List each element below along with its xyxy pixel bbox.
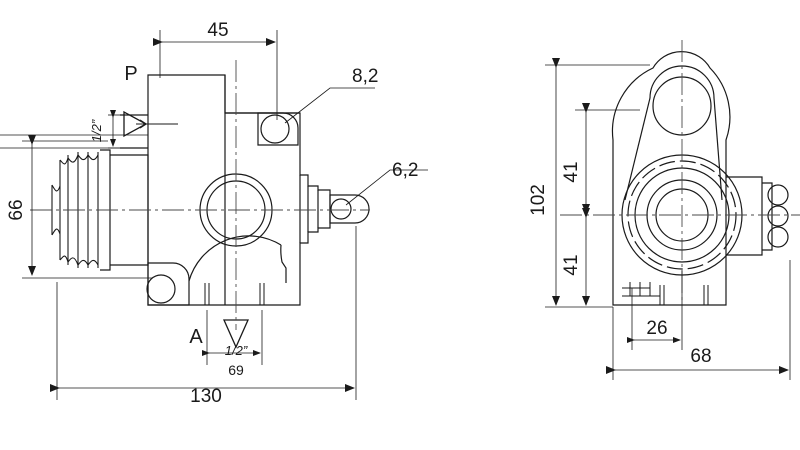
dim-label-8-2: 8,2 [352,66,378,87]
side-nut-lobe-top [767,184,789,206]
side-body-outline [611,51,731,306]
upper-mounting-hole [260,114,290,144]
front-view-geometry [0,74,370,349]
side-view-centerlines [560,40,800,300]
center-boss-arc [188,235,282,282]
p-flow-arrowhead-icon [139,119,148,129]
port-label-a: A [189,326,203,348]
center-boss-arc-right [280,244,287,283]
leader-line-6-2 [345,169,428,206]
dim-label-45: 45 [207,20,228,41]
drawing-labels: 45 66 P 1/2” 8,2 6,2 A 1/2” 69 130 102 4… [6,20,712,407]
lower-mounting-lug [147,262,190,306]
port-label-p: P [124,63,137,85]
dim-label-130: 130 [190,386,222,407]
upper-mounting-lug [257,112,299,146]
dim-label-41-lower: 41 [561,254,582,275]
side-view-dimensions [545,58,791,380]
dim-label-69: 69 [228,362,244,378]
leader-line-8-2 [284,87,375,124]
side-plug-flange [762,182,773,251]
side-nut-lobe-bot [767,226,789,248]
lower-mounting-hole [146,274,176,304]
side-stub-left [659,285,665,305]
a-port-stub-left [204,283,210,305]
dim-label-102: 102 [528,184,549,216]
side-thread-marks [622,282,660,297]
side-stub-right [703,285,709,305]
dim-label-26: 26 [646,318,667,339]
right-eye-hole [330,198,352,220]
dim-label-6-2: 6,2 [392,160,418,181]
dim-label-41-upper: 41 [561,161,582,182]
port-thread-a: 1/2” [225,343,248,358]
front-view-dimensions [22,30,428,400]
dim-label-68: 68 [690,346,711,367]
p-flow-arrow-icon [123,110,148,138]
lug-taper-left [624,97,651,201]
side-plug-block [726,176,763,256]
port-thread-p: 1/2” [89,119,104,142]
side-view-geometry [611,51,789,306]
dim-label-66: 66 [6,199,27,220]
side-nut-lobe-mid [767,205,789,227]
right-eye-lug [329,194,370,224]
lug-taper-right [713,97,723,201]
a-port-stub-right [259,283,265,305]
front-view-centerlines [30,60,370,330]
